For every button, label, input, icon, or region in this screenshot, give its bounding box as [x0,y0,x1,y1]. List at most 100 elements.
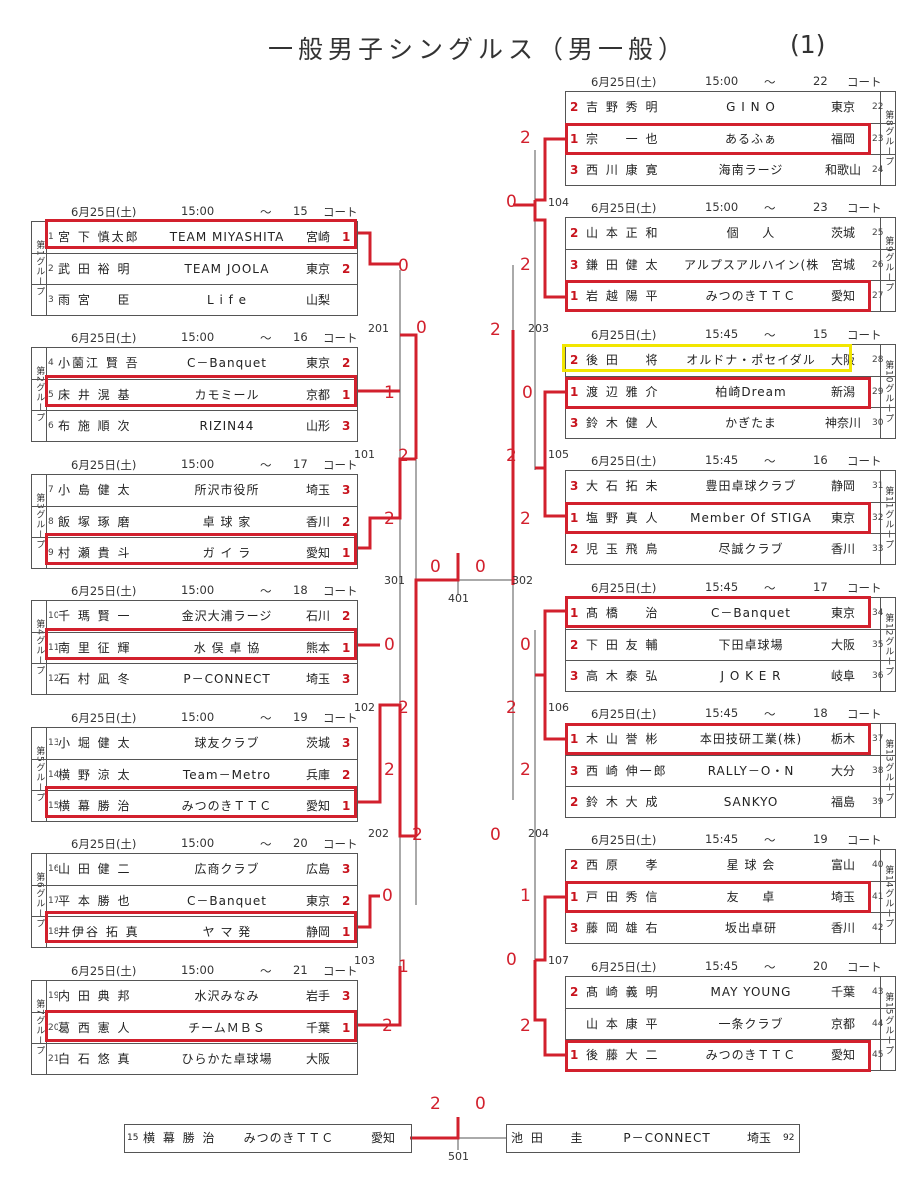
team-name: 尽誠クラブ [718,542,784,556]
header-field: ～ [260,964,272,978]
header-field: 17 [293,457,308,471]
player-name: 児 玉 飛 鳥 [586,542,660,556]
header-field: ～ [764,707,776,721]
seed-number: 3 [48,295,54,305]
player-name: 西 原 孝 [586,858,660,872]
team-name: ガ イ ラ [202,546,252,560]
group-side-label: 第9グループ [880,218,895,311]
match-number: 102 [354,701,375,714]
player-name: 後 田 将 [586,353,660,367]
seed-number: 10 [48,611,58,621]
seed-number: 39 [872,797,884,807]
header-field: 15:00 [181,457,215,471]
header-field: 17 [813,580,828,594]
prefecture: 京都 [305,388,330,402]
prefecture: 富山 [830,858,855,872]
team-name: みつのきＴＴＣ [705,289,797,303]
match-number: 103 [354,954,375,967]
header-field: 18 [293,583,308,597]
header-field: 6月25日(土) [71,711,137,725]
seed-number: 14 [48,770,58,780]
score: 2 [384,509,395,529]
final-left-name: 横 幕 勝 治 [143,1131,217,1145]
header-field: 20 [293,836,308,850]
seed-number: 33 [872,544,884,554]
prefecture: 愛知 [830,289,855,303]
team-name: 水 俣 卓 協 [193,641,261,655]
group-side-label: 第13グループ [880,724,895,817]
header-field: 15:45 [705,453,739,467]
seed-number: 36 [872,671,884,681]
final-left-seed: 15 [127,1133,139,1143]
player-name: 髙 崎 義 明 [586,985,660,999]
prefecture: 埼玉 [305,483,330,497]
player-name: 藤 岡 雄 右 [586,921,660,935]
prefecture: 茨城 [305,736,330,750]
header-field: 6月25日(土) [591,75,657,89]
final-right-pref: 埼玉 [747,1131,772,1145]
score: 2 [520,255,531,275]
team-name: 金沢大浦ラージ [181,609,273,623]
seed-number: 43 [872,987,884,997]
header-field: 16 [813,453,828,467]
group-rank: 1 [570,511,579,525]
player-name: 内 田 典 邦 [58,989,132,1003]
header-field: ～ [260,458,272,472]
team-name: 星 球 会 [726,858,776,872]
team-name: アルプスアルハイン(株)通谷 [684,258,818,272]
player-name: 井伊谷 拓 真 [58,925,140,939]
header-field: 15:00 [181,204,215,218]
seed-number: 8 [48,517,54,527]
seed-number: 5 [48,390,54,400]
header-field: 15:00 [181,963,215,977]
player-name: 髙 橋 治 [586,606,660,620]
prefecture: 京都 [830,1017,855,1031]
final-left-team: みつのきＴＴＣ [243,1131,335,1145]
header-field: 15:45 [705,327,739,341]
final-left-entry: 15 横 幕 勝 治 みつのきＴＴＣ 愛知 [124,1124,412,1153]
prefecture: 茨城 [830,226,855,240]
header-field: 6月25日(土) [71,964,137,978]
score: 0 [490,825,501,845]
group-rank [342,285,356,316]
winner-highlight [45,375,357,407]
header-field: 16 [293,330,308,344]
header-field: 15:00 [705,74,739,88]
match-number: 203 [528,322,549,335]
winner-highlight [565,596,871,628]
seed-number: 32 [872,513,884,523]
seed-number: 7 [48,485,54,495]
header-field: 18 [813,706,828,720]
team-name: 個 人 [726,226,776,240]
player-name: 横 野 涼 太 [58,768,132,782]
score: 2 [430,1094,441,1114]
team-name: 卓 球 家 [202,515,252,529]
header-field: 6月25日(土) [591,581,657,595]
prefecture: 大分 [830,764,855,778]
team-name: 海南ラージ [718,163,784,177]
final-right-seed: 92 [783,1133,795,1143]
prefecture: 愛知 [305,799,330,813]
header-field: コート [323,458,358,472]
winner-highlight [45,786,357,818]
score: 2 [398,698,409,718]
team-name: みつのきＴＴＣ [705,1048,797,1062]
group-rank: 2 [570,100,579,114]
prefecture: 岐阜 [830,669,855,683]
team-name: C－Banquet [187,356,267,370]
group-side-label: 第6グループ [32,854,47,947]
